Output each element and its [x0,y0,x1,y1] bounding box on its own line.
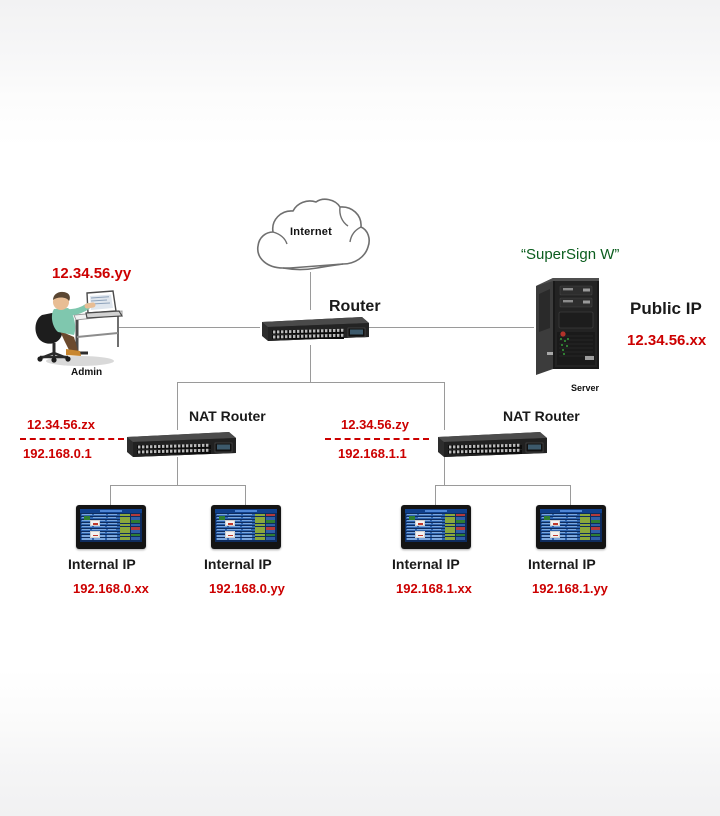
public-ip-value: 12.34.56.xx [627,332,707,349]
nat-router-2-label: NAT Router [503,408,580,424]
nat-router-1-device [123,428,237,465]
internet-cloud-label: Internet [290,226,332,238]
signage-header-bar [540,509,602,513]
signage-color-grid [120,513,141,542]
rack-switch-icon [127,432,236,457]
signage-schedule-rows [216,513,255,542]
link-internet-to-router [310,272,311,310]
link-nat1-to-display-2 [245,485,246,507]
signage-display-2 [211,505,281,549]
rack-switch-icon [438,432,547,457]
link-nat2-to-display-4 [570,485,571,507]
link-router-to-server [368,327,534,328]
cloud-icon [257,198,370,271]
signage-display-icon [540,509,602,542]
display-1-label: Internal IP [68,556,136,572]
signage-color-grid [445,513,466,542]
display-4-label: Internal IP [528,556,596,572]
display-1-ip: 192.168.0.xx [73,581,149,596]
link-nat2-downlink [444,457,445,485]
server-label: Server [571,383,600,393]
nat-router-1-label: NAT Router [189,408,266,424]
display-2-ip: 192.168.0.yy [209,581,285,596]
signage-schedule-rows [81,513,120,542]
router-device [258,313,370,350]
signage-color-grid [255,513,276,542]
display-3-ip: 192.168.1.xx [396,581,472,596]
signage-display-1 [76,505,146,549]
signage-header-bar [215,509,277,513]
signage-color-grid [580,513,601,542]
link-router-downlink [310,345,311,382]
admin-label: Admin [71,367,103,378]
internet-cloud: Internet [250,198,372,276]
rack-switch-icon [262,317,369,341]
signage-display-icon [80,509,142,542]
admin-workstation [30,285,126,372]
link-nat1-to-display-1 [110,485,111,507]
public-ip-label: Public IP [630,299,702,318]
signage-schedule-rows [406,513,445,542]
signage-display-icon [405,509,467,542]
signage-display-icon [215,509,277,542]
link-admin-to-router [118,327,260,328]
nat-router-2-lan-ip: 192.168.1.1 [338,446,407,461]
signage-display-3 [401,505,471,549]
server-brand-label: “SuperSign W” [521,246,620,263]
nat-router-2-ip-divider [325,438,429,440]
display-2-label: Internal IP [204,556,272,572]
signage-schedule-rows [541,513,580,542]
link-nat2-to-display-3 [435,485,436,507]
distribution-bus [177,382,444,383]
server-tower-icon [536,278,599,375]
link-bus-to-nat-router-1 [177,382,178,430]
nat1-branch-bus [110,485,245,486]
router-label: Router [329,298,381,315]
link-bus-to-nat-router-2 [444,382,445,430]
server-device [533,272,605,382]
signage-display-4 [536,505,606,549]
nat-router-1-ip-divider [20,438,124,440]
nat-router-2-device [434,428,548,465]
signage-header-bar [80,509,142,513]
nat-router-1-wan-ip: 12.34.56.zx [27,417,95,432]
nat2-branch-bus [435,485,570,486]
admin-ip-label: 12.34.56.yy [52,265,132,282]
signage-header-bar [405,509,467,513]
link-nat1-downlink [177,457,178,485]
display-4-ip: 192.168.1.yy [532,581,608,596]
display-3-label: Internal IP [392,556,460,572]
nat-router-2-wan-ip: 12.34.56.zy [341,417,409,432]
nat-router-1-lan-ip: 192.168.0.1 [23,446,92,461]
admin-at-desk-icon [35,290,124,366]
